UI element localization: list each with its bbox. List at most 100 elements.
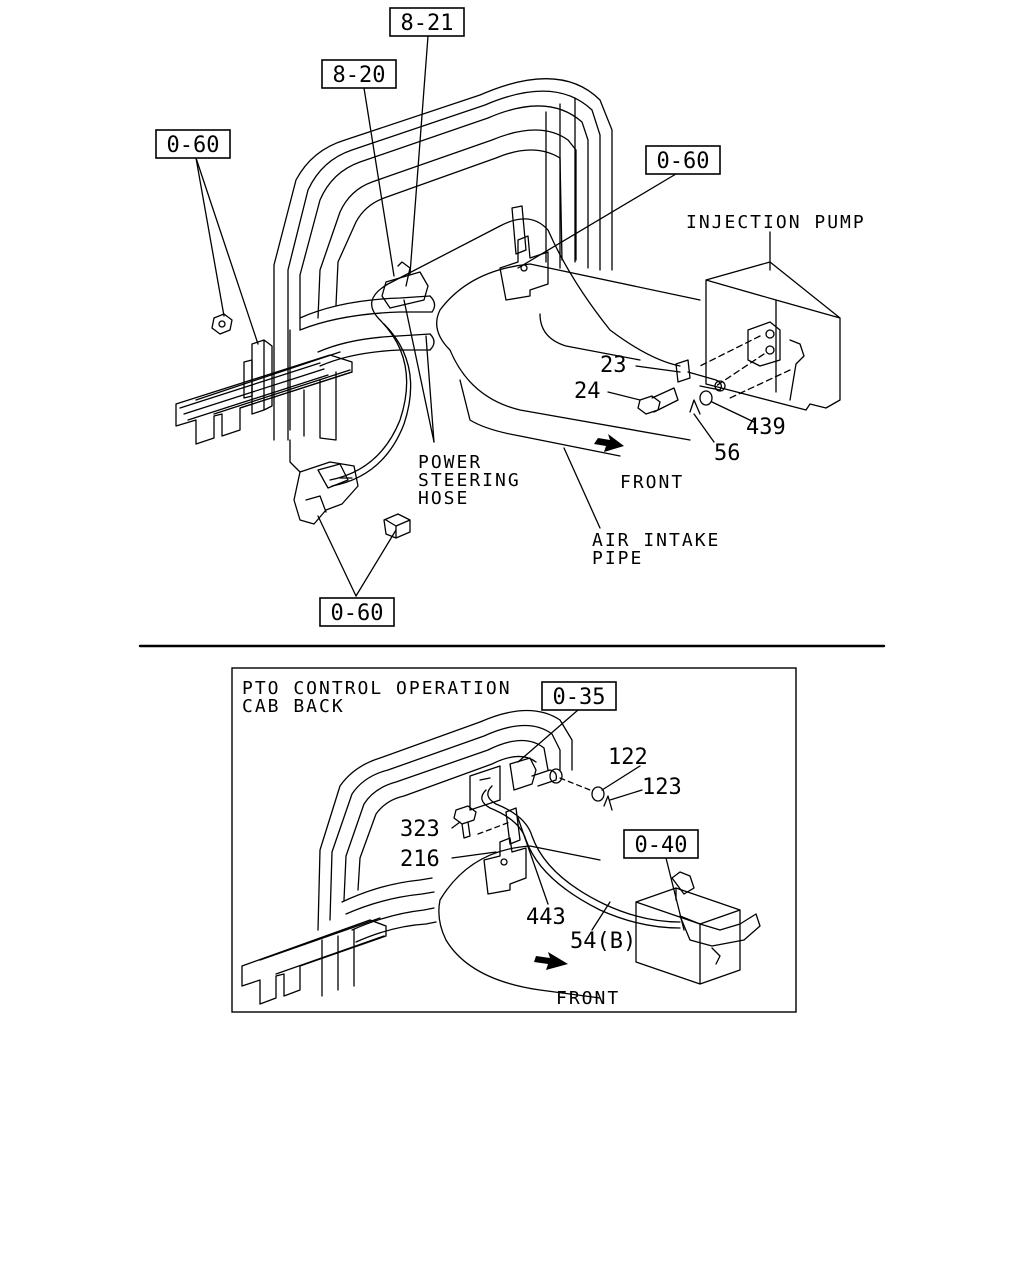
leader-0-35 [517, 709, 579, 763]
ref-0-60-bottom: 0-60 [331, 601, 384, 626]
ref-box-8-20 [321, 59, 397, 89]
leader-8-21 [409, 35, 429, 275]
inset-clamp-hole [500, 858, 508, 866]
leader-323 [451, 821, 461, 829]
leader-54b [591, 901, 611, 931]
part-56: 56 [714, 441, 741, 466]
pump-lever-plate [747, 321, 781, 367]
label-hose: HOSE [418, 488, 469, 509]
pump-dash-3 [729, 369, 791, 399]
pump-dash-1 [699, 335, 761, 367]
lever-assembly-detail [305, 463, 353, 513]
ref-box-0-60-bottom [319, 597, 395, 627]
nut-hole [218, 320, 226, 328]
leader-ps-hose-b [425, 335, 435, 443]
part-122: 122 [608, 745, 648, 770]
label-front-inset: FRONT [556, 988, 620, 1009]
leader-8-20 [363, 87, 395, 277]
cable-clip-upper [511, 205, 527, 255]
top-illustration: 8-21 8-20 0-60 0-60 0-60 INJECTION PUMP … [155, 7, 866, 627]
inset-cab-frame-inner [343, 739, 549, 901]
inset-title-line1: PTO CONTROL OPERATION [242, 678, 512, 699]
inset-injection-pump [635, 887, 741, 985]
leader-0-60-right [517, 167, 687, 269]
lever-assembly [293, 461, 359, 525]
inset-cable-clip [505, 807, 521, 845]
inset-cab-bracket [469, 765, 501, 811]
leader-0-40 [665, 857, 685, 931]
pin-123-icon [603, 795, 613, 811]
inset-border [231, 667, 797, 1013]
label-pipe: PIPE [592, 548, 643, 569]
ref-box-0-60-left [155, 129, 231, 159]
washer-122-icon [591, 786, 605, 802]
control-cable [329, 218, 681, 481]
ref-box-8-21 [389, 7, 465, 37]
ps-hose-2 [317, 333, 431, 367]
cable-end-clevis [675, 359, 722, 391]
cotter-56-icon [689, 399, 701, 415]
label-injection-pump: INJECTION PUMP [686, 212, 866, 233]
ps-hose-1 [299, 295, 433, 331]
front-arrow-inset-icon [534, 952, 568, 970]
leader-443 [517, 817, 549, 905]
washer-439-icon [699, 390, 713, 406]
inset-control-cable-2 [487, 785, 681, 923]
inset-pump-tab [711, 947, 721, 965]
inset-hose-2 [351, 907, 437, 943]
leader-0-60-bottom-b [355, 529, 397, 597]
inset-cable-end [531, 769, 558, 787]
cable-clamp-bracket [499, 235, 549, 301]
leader-123 [609, 789, 643, 801]
leader-216 [451, 851, 497, 859]
inset-lever [509, 757, 537, 791]
ref-box-0-35 [541, 681, 617, 711]
ref-0-35: 0-35 [553, 685, 606, 710]
hose-clip [397, 261, 411, 287]
label-air-intake: AIR INTAKE [592, 530, 720, 551]
inset-cab-frame-mid [329, 724, 561, 921]
leader-air-intake [563, 447, 601, 529]
inset-cab-frame-outer [317, 709, 573, 931]
frame-rail-hatch [179, 362, 329, 421]
label-steering: STEERING [418, 470, 521, 491]
part-443: 443 [526, 905, 566, 930]
bolt-lower-icon [383, 513, 411, 539]
part-216: 216 [400, 847, 440, 872]
inset-dash-2 [559, 777, 591, 791]
leader-0-60-bottom-a [317, 515, 357, 597]
label-power: POWER [418, 452, 482, 473]
inset-pump-mount [671, 871, 695, 895]
inset-pillar [321, 929, 355, 997]
inset-clamp-bracket [483, 837, 527, 895]
leader-0-60-left-b [195, 157, 259, 345]
bolt-323-icon [453, 805, 477, 839]
cab-frame-inner2 [335, 149, 563, 306]
part-24: 24 [574, 379, 601, 404]
ref-box-0-40 [623, 829, 699, 859]
nut-icon [211, 313, 233, 335]
ref-0-60-left: 0-60 [167, 133, 220, 158]
lever-mount-line [289, 439, 301, 473]
clevis-eye [714, 380, 726, 392]
inset-frame-rail [241, 919, 387, 1005]
ref-0-60-right: 0-60 [657, 149, 710, 174]
part-123: 123 [642, 775, 682, 800]
label-front-top: FRONT [620, 472, 684, 493]
frame-rail [175, 354, 353, 445]
hose-bracket [381, 271, 429, 309]
part-54b: 54(B) [570, 929, 636, 954]
ps-hose-ends [429, 295, 436, 351]
leader-56 [693, 413, 715, 443]
cab-frame-mid2 [299, 105, 589, 331]
part-323: 323 [400, 817, 440, 842]
inset-title-line2: CAB BACK [242, 696, 345, 717]
inset-hose-1 [341, 877, 435, 915]
bolt-24-icon [637, 387, 679, 415]
leader-24 [607, 391, 641, 401]
leader-23 [635, 365, 681, 373]
pump-lever-hole-1 [765, 329, 775, 339]
inset-air-intake [438, 845, 601, 999]
pump-lever-hole-2 [765, 345, 775, 355]
